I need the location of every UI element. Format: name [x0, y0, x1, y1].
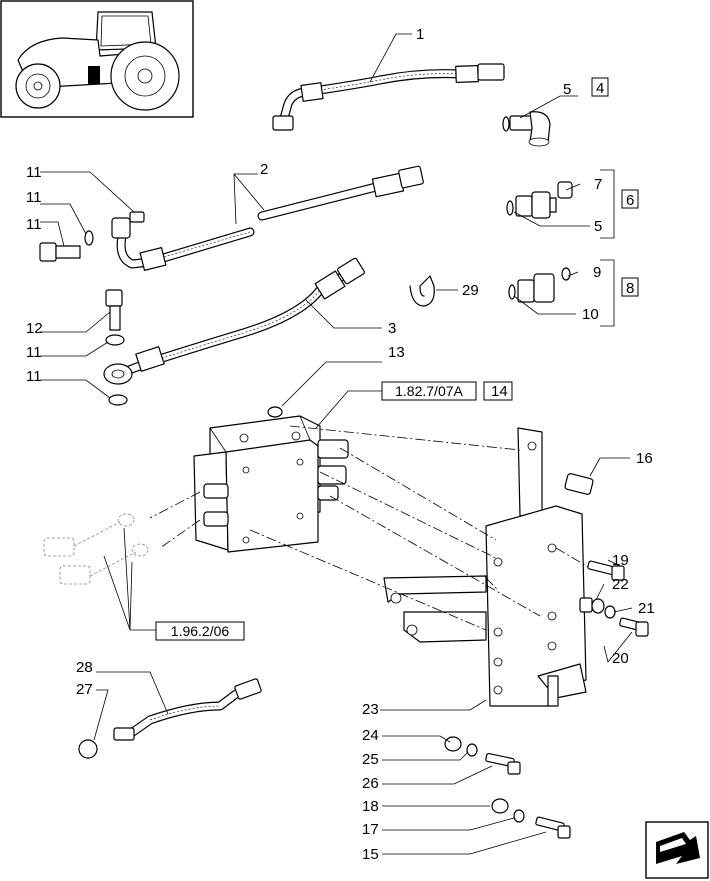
part-5-elbow-fitting	[502, 111, 551, 147]
svg-text:16: 16	[636, 450, 653, 467]
svg-text:24: 24	[362, 727, 379, 744]
bracket-group-6	[600, 169, 615, 239]
part-8-adapter	[508, 267, 571, 303]
svg-text:6: 6	[626, 192, 634, 209]
svg-text:11: 11	[26, 368, 42, 385]
reference-box-1-82-7[interactable]: 1.82.7/07A	[381, 381, 477, 401]
tractor-thumbnail	[0, 0, 194, 118]
svg-text:1: 1	[416, 26, 424, 43]
part-29-clip	[409, 275, 435, 307]
svg-text:21: 21	[638, 600, 655, 617]
svg-text:12: 12	[26, 320, 43, 337]
svg-text:15: 15	[362, 846, 379, 863]
parts-11-12-fasteners	[39, 211, 145, 406]
next-page-arrow-icon[interactable]	[645, 821, 709, 879]
svg-text:11: 11	[26, 344, 42, 361]
svg-text:5: 5	[563, 81, 571, 98]
svg-text:29: 29	[462, 282, 479, 299]
parts-15-18-fasteners	[491, 798, 571, 839]
svg-text:11: 11	[26, 164, 42, 181]
svg-text:19: 19	[612, 552, 629, 569]
parts-19-22-fasteners	[579, 560, 649, 637]
svg-text:5: 5	[594, 218, 602, 235]
control-valve-block	[193, 406, 349, 553]
parts-24-26-fasteners	[444, 736, 521, 775]
svg-text:28: 28	[76, 659, 93, 676]
part-2-hose	[111, 165, 424, 271]
svg-text:11: 11	[26, 189, 42, 206]
svg-text:4: 4	[596, 80, 604, 97]
svg-text:25: 25	[362, 751, 379, 768]
svg-text:27: 27	[76, 681, 93, 698]
mounting-bracket	[383, 427, 587, 707]
callout-box-8	[621, 277, 639, 297]
svg-text:18: 18	[362, 798, 379, 815]
part-3-hose	[103, 257, 365, 385]
assembly-lines	[149, 425, 591, 631]
part-1-hose	[272, 63, 505, 131]
svg-text:7: 7	[594, 176, 602, 193]
callout-box-14	[483, 381, 513, 401]
svg-text:10: 10	[582, 306, 599, 323]
callout-box-6	[621, 189, 639, 209]
leader-lines	[40, 33, 633, 855]
part-6-adapter	[506, 181, 573, 219]
svg-text:2: 2	[260, 161, 268, 178]
part-28-hose	[78, 678, 262, 759]
callout-box-4	[591, 77, 609, 97]
svg-text:17: 17	[362, 821, 379, 838]
svg-text:22: 22	[612, 576, 629, 593]
bracket-group-8	[600, 259, 615, 327]
callout-labels: 1 2 3 4 5 5 6 7 8 9 10 11 11 11 11 11 12…	[26, 26, 655, 863]
svg-text:8: 8	[626, 280, 634, 297]
svg-text:20: 20	[612, 650, 629, 667]
svg-text:1.82.7/07A: 1.82.7/07A	[395, 383, 463, 399]
svg-text:26: 26	[362, 775, 379, 792]
svg-text:11: 11	[26, 216, 42, 233]
svg-text:23: 23	[362, 701, 379, 718]
svg-text:14: 14	[491, 383, 508, 400]
svg-text:3: 3	[388, 320, 396, 337]
part-16-spacer	[564, 473, 594, 495]
svg-text:13: 13	[388, 344, 405, 361]
svg-text:9: 9	[593, 264, 601, 281]
reference-box-1-96-2[interactable]: 1.96.2/06	[155, 621, 245, 641]
reference-fittings-1-96-2	[43, 513, 149, 585]
svg-text:1.96.2/06: 1.96.2/06	[171, 623, 230, 639]
